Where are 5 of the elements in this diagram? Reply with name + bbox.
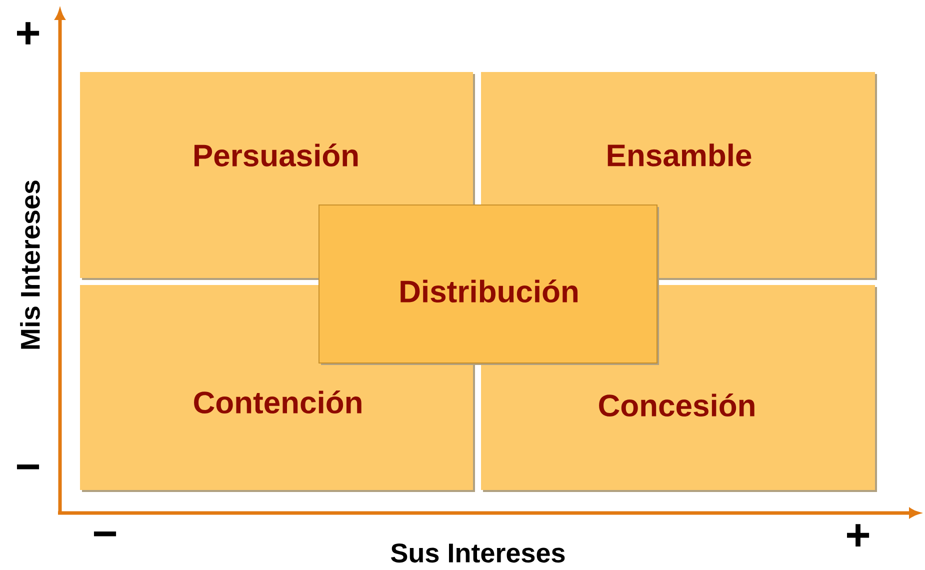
sign: − — [16, 464, 40, 470]
center-box: Distribución — [318, 204, 659, 365]
axis-label: Sus Intereses — [391, 543, 565, 563]
sign: + — [17, 22, 40, 44]
axis-label: Mis Intereses — [20, 180, 40, 349]
